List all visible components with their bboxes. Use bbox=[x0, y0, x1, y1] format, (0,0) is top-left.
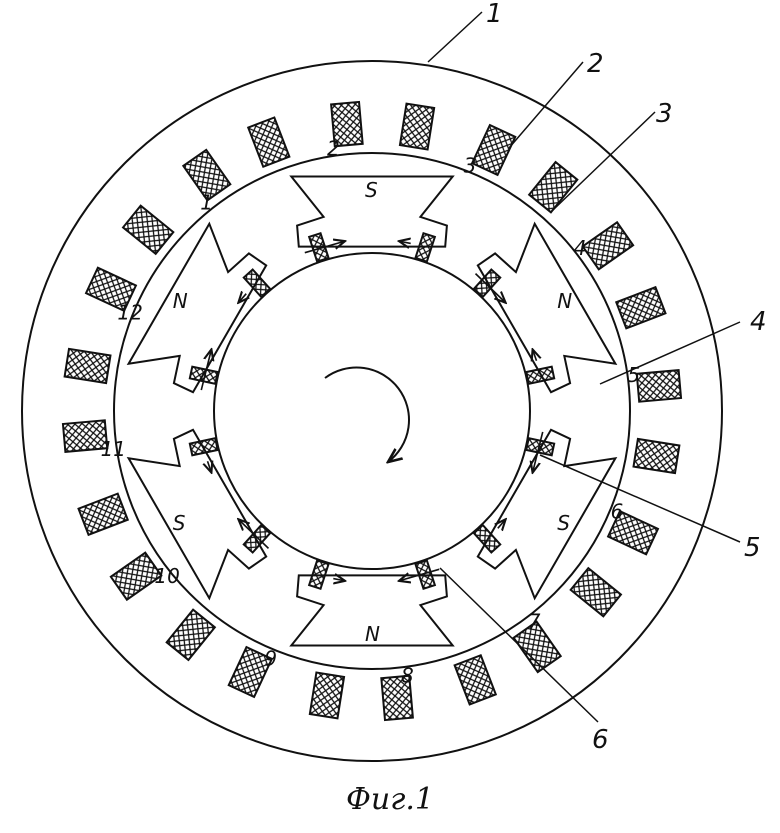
flux-arrow bbox=[399, 568, 440, 581]
slot-number: 4 bbox=[574, 236, 587, 260]
flux-arrow bbox=[304, 241, 345, 254]
coil-side bbox=[227, 645, 274, 699]
slot-number: 10 bbox=[154, 564, 179, 588]
rotation-arrow bbox=[324, 366, 410, 463]
rotor-pole bbox=[126, 428, 268, 601]
magnet-block bbox=[414, 231, 437, 263]
flux-arrow bbox=[238, 294, 246, 303]
stator-yoke-ring bbox=[113, 152, 631, 670]
rotor-pole bbox=[476, 428, 618, 601]
magnet-block bbox=[242, 523, 272, 554]
magnet-block bbox=[472, 268, 502, 299]
flux-arrow bbox=[208, 461, 212, 472]
coil-side bbox=[380, 674, 414, 722]
coil-side bbox=[308, 671, 346, 720]
coil-side bbox=[330, 100, 364, 148]
coil-side bbox=[527, 160, 579, 214]
part-label-3: 3 bbox=[656, 99, 673, 129]
slot-number: 3 bbox=[464, 153, 477, 177]
coil-side bbox=[398, 102, 436, 151]
coil-side bbox=[606, 509, 660, 556]
magnet-block bbox=[188, 365, 219, 385]
coil-side bbox=[512, 620, 563, 674]
slot-number: 8 bbox=[401, 663, 414, 687]
magnet-blocks bbox=[188, 231, 556, 591]
coil-side bbox=[246, 116, 291, 169]
coil-side bbox=[470, 123, 517, 177]
flux-arrow bbox=[238, 519, 270, 549]
magnet-block bbox=[242, 268, 272, 299]
pole-label: S bbox=[173, 511, 186, 535]
slot-number: 1 bbox=[200, 190, 213, 214]
coil-side bbox=[453, 653, 498, 706]
pole-label: S bbox=[365, 178, 378, 202]
slot-number: 11 bbox=[101, 437, 126, 461]
flux-arrow bbox=[533, 431, 544, 473]
pole-label: S bbox=[557, 511, 570, 535]
part-label-1: 1 bbox=[486, 0, 503, 29]
rotor-pole bbox=[476, 221, 618, 394]
pole-label: N bbox=[173, 289, 188, 313]
magnet-block bbox=[307, 559, 330, 591]
rotor-poles bbox=[126, 175, 618, 647]
coil-side bbox=[63, 347, 112, 385]
magnet-block bbox=[525, 365, 556, 385]
flux-arrow bbox=[399, 241, 411, 243]
coil-side bbox=[165, 608, 217, 662]
coil-side bbox=[569, 566, 623, 618]
stator-coils bbox=[61, 100, 683, 722]
slot-number: 7 bbox=[528, 610, 541, 634]
magnet-block bbox=[525, 437, 556, 457]
coil-side bbox=[84, 266, 138, 313]
coil-side bbox=[121, 204, 175, 256]
coil-side bbox=[109, 551, 163, 602]
rotor-pole bbox=[289, 574, 455, 647]
part-label-5: 5 bbox=[744, 533, 761, 563]
leader-lines bbox=[427, 11, 741, 723]
slot-number: 6 bbox=[611, 500, 624, 524]
pole-label: N bbox=[365, 622, 380, 646]
coil-side bbox=[77, 492, 130, 537]
part-label-6: 6 bbox=[592, 725, 609, 755]
coil-side bbox=[635, 369, 683, 403]
rotor-pole bbox=[126, 221, 268, 394]
slot-number: 2 bbox=[327, 137, 340, 161]
outer-housing-ring bbox=[21, 60, 723, 762]
flux-arrow bbox=[498, 519, 506, 528]
rotor-pole bbox=[289, 175, 455, 248]
coil-side bbox=[614, 285, 667, 330]
slot-number: 9 bbox=[264, 647, 277, 671]
magnet-block bbox=[188, 437, 219, 457]
magnet-block bbox=[307, 231, 330, 263]
slot-number: 5 bbox=[627, 363, 640, 387]
coil-side bbox=[181, 148, 232, 202]
slot-number: 12 bbox=[117, 300, 142, 324]
coil-side bbox=[632, 437, 681, 475]
flux-arrow bbox=[200, 349, 211, 391]
flux-arrow bbox=[474, 273, 506, 303]
part-label-2: 2 bbox=[587, 49, 604, 79]
flux-arrow bbox=[533, 349, 537, 360]
coil-side bbox=[581, 220, 635, 271]
pole-label: N bbox=[557, 289, 572, 313]
figure-caption: Фиг.1 bbox=[345, 782, 434, 817]
magnet-block bbox=[414, 559, 437, 591]
coil-side bbox=[61, 419, 109, 453]
part-label-4: 4 bbox=[750, 307, 767, 337]
flux-arrow bbox=[333, 579, 345, 581]
rotor-core bbox=[213, 252, 531, 570]
magnet-block bbox=[472, 523, 502, 554]
